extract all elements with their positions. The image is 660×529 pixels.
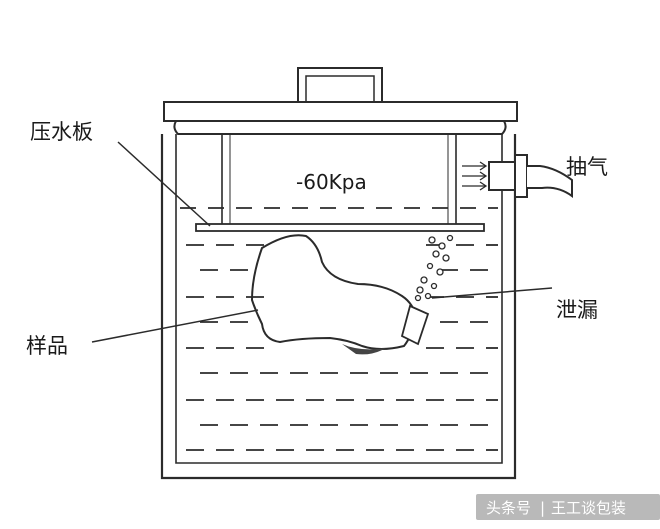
bubble <box>428 236 436 244</box>
suction-arrows <box>462 161 488 191</box>
pressure-plate <box>195 223 485 232</box>
pressure-plate-leader <box>117 141 211 227</box>
pressure-plate-label: 压水板 <box>30 120 93 144</box>
lid-handle-inner <box>305 75 375 102</box>
extraction-label: 抽气 <box>566 155 608 179</box>
bubble <box>416 286 424 294</box>
bubble <box>430 282 438 290</box>
sample-label: 样品 <box>26 334 68 358</box>
sample-bottle <box>250 234 418 350</box>
vacuum-bell <box>221 134 457 224</box>
watermark-author: 王工谈包装 <box>551 499 626 517</box>
bubble <box>438 242 446 250</box>
bubble <box>424 292 432 300</box>
bubble <box>446 234 454 242</box>
vacuum-reading: -60Kpa <box>296 170 367 194</box>
lid-handle <box>297 67 383 102</box>
bubble <box>414 294 422 302</box>
tank-lid <box>163 101 518 122</box>
tank-inner-wall <box>175 134 503 464</box>
leak-bubbles <box>414 234 454 302</box>
lid-seal <box>173 120 507 135</box>
tank-wall <box>160 134 517 480</box>
vacuum-bell-inner <box>229 134 449 224</box>
leak-label: 泄漏 <box>556 298 598 322</box>
bubble <box>436 268 444 276</box>
bubble <box>432 250 440 258</box>
watermark: 头条号 | 王工谈包装 <box>476 494 660 520</box>
water-lines <box>186 244 498 451</box>
bottle-cap <box>400 304 430 346</box>
air-outlet-nozzle <box>514 154 528 198</box>
leak-leader <box>431 287 553 299</box>
air-outlet-fitting <box>488 161 516 191</box>
bubble <box>426 262 434 270</box>
bubble <box>442 254 450 262</box>
bubble <box>420 276 428 284</box>
air-hose <box>527 165 573 198</box>
watermark-source: 头条号 <box>486 499 531 517</box>
sample-leader <box>91 309 259 343</box>
bottle-shadow <box>342 344 386 355</box>
watermark-separator: | <box>540 499 545 517</box>
